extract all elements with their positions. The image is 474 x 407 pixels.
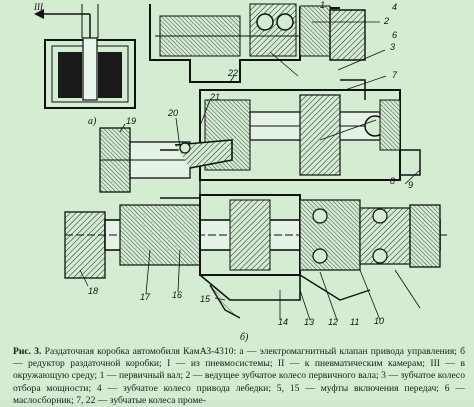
middle-housing <box>199 79 421 181</box>
callout-16: 16 <box>172 290 182 300</box>
arrow-label-iii: III <box>33 2 44 12</box>
callout-20: 20 <box>167 108 178 118</box>
arrow-out-icon <box>34 9 44 19</box>
callout-8: 8 <box>390 176 395 186</box>
main-shaft <box>64 194 450 319</box>
callout-13: 13 <box>304 317 314 327</box>
figure-caption: Рис. 3. Раздаточная коробка автомобиля К… <box>13 346 465 407</box>
transfer-case-drawing: III а) <box>33 0 450 342</box>
callout-9: 9 <box>408 180 413 190</box>
callout-11: 11 <box>350 317 359 327</box>
callout-4: 4 <box>392 2 397 12</box>
callout-3: 3 <box>390 42 395 52</box>
callout-7: 7 <box>392 70 398 80</box>
callout-1: 1 <box>320 0 325 10</box>
callout-18: 18 <box>88 286 98 296</box>
solenoid-valve-a <box>34 4 136 109</box>
left-flange <box>99 127 233 199</box>
callout-14: 14 <box>278 317 288 327</box>
sublabel-a: а) <box>88 116 97 127</box>
callout-19: 19 <box>126 116 136 126</box>
callout-22: 22 <box>227 68 238 78</box>
callout-6: 6 <box>392 30 397 40</box>
caption-lead: Рис. 3. <box>13 346 42 357</box>
callout-12: 12 <box>328 317 338 327</box>
callout-leaders <box>79 21 421 321</box>
callout-17: 17 <box>140 292 151 302</box>
sublabel-b: б) <box>240 332 249 342</box>
callout-10: 10 <box>374 316 384 326</box>
upper-housing <box>149 3 366 83</box>
callout-2: 2 <box>383 16 389 26</box>
caption-text: Раздаточная коробка автомобиля КамАЗ-431… <box>13 346 466 406</box>
callout-15: 15 <box>200 294 211 304</box>
callout-21: 21 <box>209 92 220 102</box>
